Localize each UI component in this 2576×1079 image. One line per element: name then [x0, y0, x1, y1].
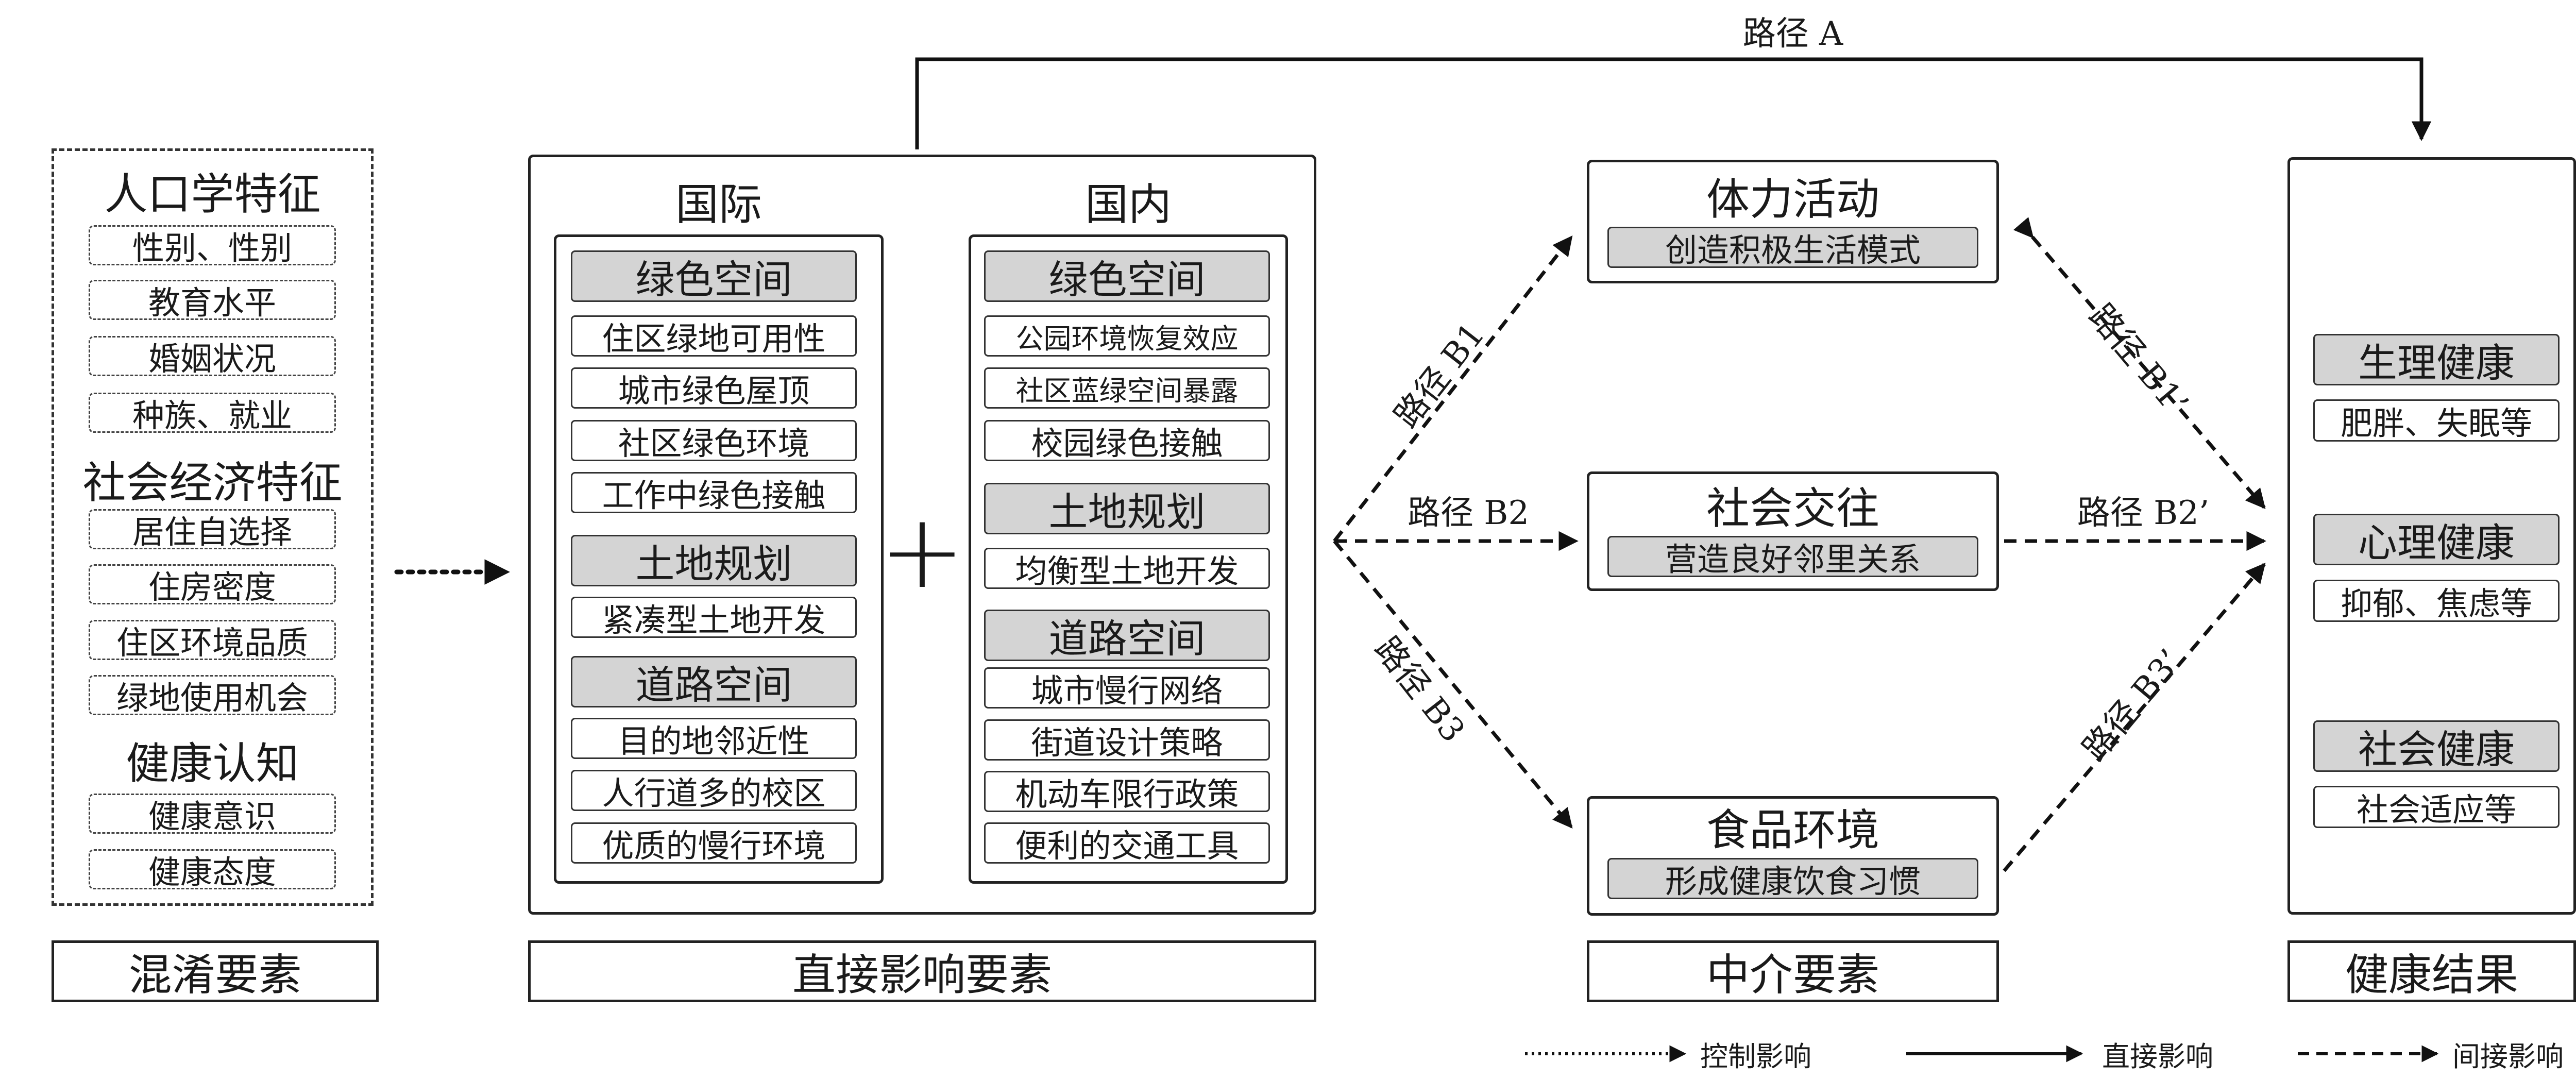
path-b3-arrow — [1333, 540, 1573, 829]
outcome-physiological-title: 生理健康 — [2313, 334, 2560, 386]
mediator-food-sub: 形成健康饮食习惯 — [1607, 858, 1978, 900]
confounders-footer: 混淆要素 — [52, 940, 379, 1002]
mediator-physical-title: 体力活动 — [1706, 174, 1879, 225]
path-b1-label: 路径 B1 — [1387, 315, 1493, 435]
dom-item: 校园绿色接触 — [984, 420, 1270, 462]
path-a-label: 路径 A — [1742, 15, 1843, 53]
domestic-title: 国内 — [1084, 179, 1172, 230]
dom-item: 街道设计策略 — [984, 719, 1270, 762]
dom-item: 公园环境恢复效应 — [984, 315, 1270, 357]
mediators-footer: 中介要素 — [1587, 940, 1999, 1002]
health-cognition-title: 健康认知 — [126, 738, 299, 789]
plus-symbol: + — [879, 491, 965, 612]
legend-direct-label: 直接影响 — [2102, 1040, 2213, 1073]
intl-item: 住区绿地可用性 — [571, 315, 857, 358]
mediator-social-title: 社会交往 — [1706, 483, 1879, 534]
confounder-item: 住区环境品质 — [89, 620, 336, 662]
intl-item: 人行道多的校区 — [571, 770, 857, 812]
legend-control-label: 控制影响 — [1700, 1040, 1811, 1073]
mediator-physical-sub: 创造积极生活模式 — [1607, 227, 1978, 269]
intl-road-space-header: 道路空间 — [571, 656, 857, 708]
intl-item: 目的地邻近性 — [571, 718, 857, 760]
outcome-physiological-sub: 肥胖、失眠等 — [2313, 399, 2560, 442]
outcome-mental-sub: 抑郁、焦虑等 — [2313, 580, 2560, 622]
path-b1-arrow — [1333, 235, 1573, 543]
confounder-item: 住房密度 — [89, 564, 336, 606]
outcomes-footer: 健康结果 — [2287, 940, 2576, 1002]
intl-item: 优质的慢行环境 — [571, 822, 857, 865]
path-b3-label: 路径 B3 — [1367, 630, 1472, 750]
path-a-arrow — [915, 57, 2432, 149]
intl-land-planning-header: 土地规划 — [571, 535, 857, 587]
confounder-item: 种族、就业 — [89, 393, 336, 434]
dom-land-planning-header: 土地规划 — [984, 483, 1270, 535]
dom-item: 均衡型土地开发 — [984, 548, 1270, 590]
intl-item: 紧凑型土地开发 — [571, 597, 857, 639]
dom-item: 城市慢行网络 — [984, 667, 1270, 710]
dom-road-space-header: 道路空间 — [984, 610, 1270, 662]
socioeconomic-title: 社会经济特征 — [82, 457, 343, 508]
path-b3p-arrow — [2003, 563, 2266, 872]
intl-item: 城市绿色屋顶 — [571, 367, 857, 410]
mediator-social-sub: 营造良好邻里关系 — [1607, 536, 1978, 578]
outcome-mental-title: 心理健康 — [2313, 514, 2560, 566]
outcome-social-title: 社会健康 — [2313, 720, 2560, 772]
intl-green-space-header: 绿色空间 — [571, 250, 857, 302]
confounder-item: 健康态度 — [89, 849, 336, 891]
confounder-item: 婚姻状况 — [89, 336, 336, 378]
confounder-item: 居住自选择 — [89, 509, 336, 551]
path-b1p-arrow — [2013, 217, 2266, 509]
dom-item: 社区蓝绿空间暴露 — [984, 367, 1270, 409]
intl-item: 工作中绿色接触 — [571, 472, 857, 514]
outcome-social-sub: 社会适应等 — [2313, 786, 2560, 829]
confounder-item: 健康意识 — [89, 794, 336, 835]
path-b1p-label: 路径 B1’ — [2081, 297, 2196, 423]
confounder-item: 绿地使用机会 — [89, 675, 336, 717]
international-title: 国际 — [675, 179, 762, 230]
path-b2p-label: 路径 B2’ — [2077, 494, 2210, 532]
confounder-item: 教育水平 — [89, 280, 336, 322]
confounder-item: 性别、性别 — [89, 225, 336, 267]
path-b3p-label: 路径 B3’ — [2075, 642, 2190, 768]
mediator-food-title: 食品环境 — [1706, 804, 1879, 855]
demographics-title: 人口学特征 — [104, 168, 321, 220]
legend-indirect-label: 间接影响 — [2452, 1040, 2564, 1073]
dom-item: 机动车限行政策 — [984, 771, 1270, 813]
intl-item: 社区绿色环境 — [571, 420, 857, 462]
path-b2-label: 路径 B2 — [1407, 494, 1530, 532]
dom-item: 便利的交通工具 — [984, 822, 1270, 865]
direct-factors-footer: 直接影响要素 — [528, 940, 1316, 1002]
dom-green-space-header: 绿色空间 — [984, 250, 1270, 302]
